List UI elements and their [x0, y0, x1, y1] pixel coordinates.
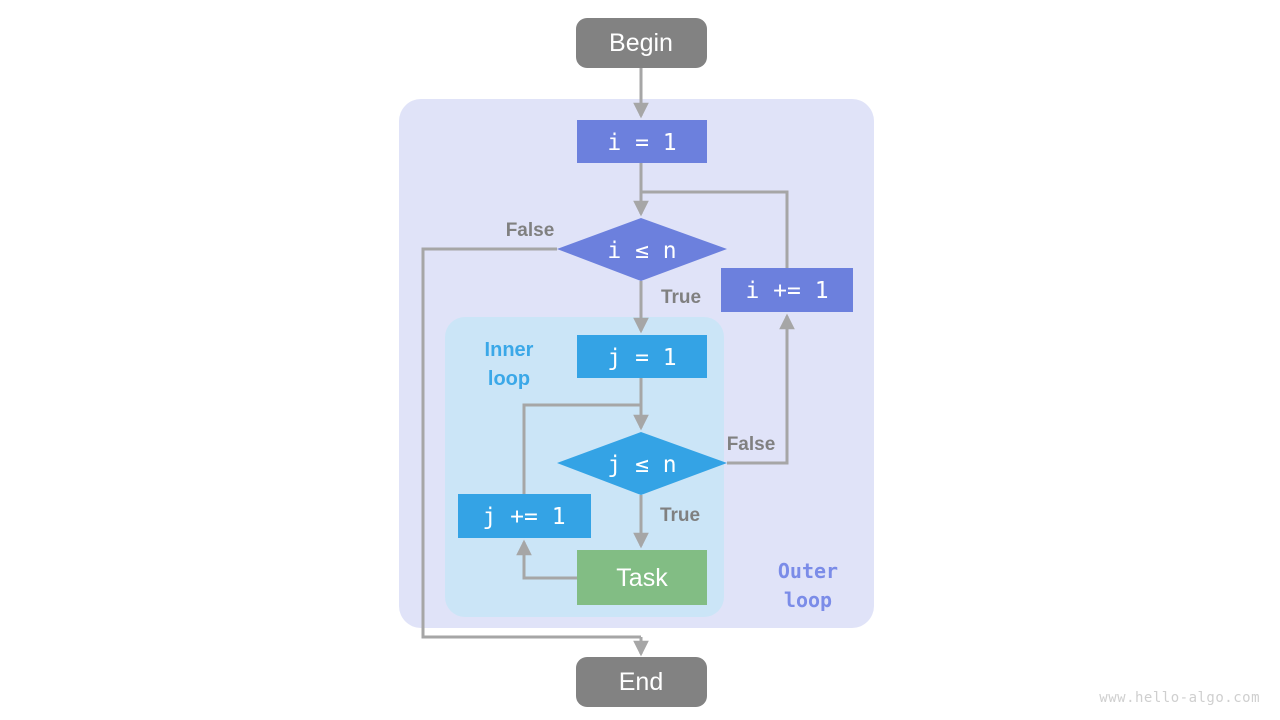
- node-j-cond-label: j ≤ n: [607, 452, 676, 478]
- edge-j-cond-false-to-i-incr: [727, 313, 795, 465]
- node-i-init[interactable]: i = 1: [577, 120, 707, 163]
- node-i-cond[interactable]: i ≤ n: [557, 218, 727, 281]
- node-j-incr[interactable]: j += 1: [458, 494, 591, 538]
- branch-label-i-false: False: [506, 220, 555, 241]
- node-j-init-label: j = 1: [607, 345, 676, 371]
- branch-label-i-true: True: [661, 287, 701, 308]
- node-i-incr[interactable]: i += 1: [721, 268, 853, 312]
- node-begin[interactable]: Begin: [576, 18, 707, 68]
- node-j-incr-label: j += 1: [482, 504, 565, 530]
- node-task[interactable]: Task: [577, 550, 707, 605]
- outer-loop-label-line1: Outer: [778, 559, 838, 583]
- inner-loop-label-line2: loop: [488, 368, 530, 390]
- outer-loop-label-line2: loop: [784, 588, 832, 612]
- edge-i-cond-false: [421, 247, 641, 639]
- branch-label-j-false: False: [727, 434, 776, 455]
- inner-loop-label-line1: Inner: [485, 339, 534, 361]
- node-task-label: Task: [616, 564, 668, 592]
- node-end[interactable]: End: [576, 657, 707, 707]
- node-j-init[interactable]: j = 1: [577, 335, 707, 378]
- node-end-label: End: [619, 668, 663, 696]
- node-i-init-label: i = 1: [607, 130, 676, 156]
- node-i-cond-label: i ≤ n: [607, 238, 676, 264]
- node-i-incr-label: i += 1: [745, 278, 828, 304]
- watermark: www.hello-algo.com: [1099, 690, 1260, 706]
- edge-j-incr-to-spine: [522, 403, 641, 494]
- branch-label-j-true: True: [660, 505, 700, 526]
- edge-task-to-j-incr: [516, 539, 577, 580]
- node-j-cond[interactable]: j ≤ n: [557, 432, 727, 495]
- edge-i-incr-to-spine: [641, 190, 789, 268]
- node-begin-label: Begin: [609, 29, 673, 57]
